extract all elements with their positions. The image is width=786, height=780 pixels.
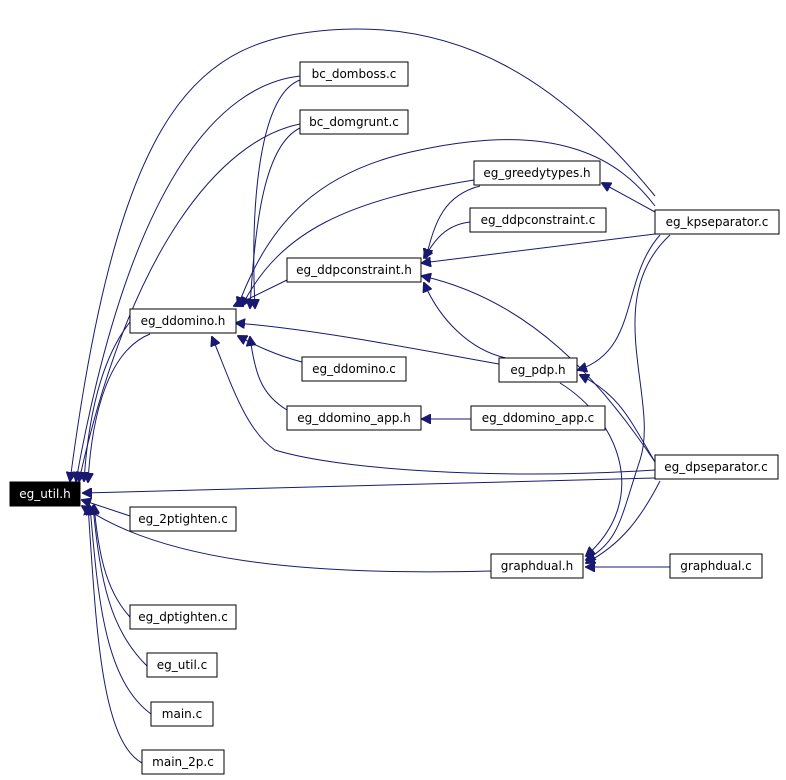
edge-eg-greedytypes-to-eg-ddomino — [242, 179, 475, 306]
edge-eg-dpseparator-to-graphdual-h — [586, 480, 661, 563]
edge-eg-pdp-to-eg-ddomino — [236, 323, 500, 365]
edge-eg-ddomino-app-h-to-eg-ddomino — [250, 337, 288, 411]
node-label: eg_pdp.h — [510, 363, 565, 377]
edge-eg-pdp-to-graphdual-h — [559, 382, 623, 556]
node-eg-kpseparator-c[interactable]: eg_kpseparator.c — [654, 209, 780, 235]
node-label: eg_greedytypes.h — [483, 166, 590, 180]
edge-eg-kpseparator-to-eg-util — [70, 28, 656, 481]
node-label: eg_ddpconstraint.h — [296, 263, 412, 277]
edge-bc-domboss-to-eg-util — [76, 75, 301, 481]
edge-eg-dpseparator-to-eg-ddomino — [212, 337, 656, 475]
node-label: main.c — [162, 707, 202, 721]
edge-eg-kpseparator-to-greedytypes — [602, 183, 656, 213]
edge-eg-dpseparator-to-pdp — [580, 375, 656, 463]
node-main-c[interactable]: main.c — [150, 701, 214, 727]
node-label: eg_ddomino_app.h — [297, 411, 411, 425]
edge-main-2p-to-eg-util — [88, 506, 143, 764]
node-bc-domgrunt-c[interactable]: bc_domgrunt.c — [299, 109, 409, 135]
edge-eg-kpseparator-to-eg-ddomino — [238, 139, 656, 306]
node-label: eg_kpseparator.c — [666, 215, 769, 229]
node-label: eg_util.h — [19, 487, 70, 501]
node-label: eg_dptighten.c — [138, 610, 228, 624]
node-eg-2ptighten-c[interactable]: eg_2ptighten.c — [129, 506, 237, 532]
node-bc-domboss-c[interactable]: bc_domboss.c — [299, 61, 409, 87]
edge-main-c-to-eg-util — [90, 506, 152, 715]
node-label: bc_domgrunt.c — [309, 115, 399, 129]
node-label: eg_ddomino.c — [312, 362, 396, 376]
node-eg-ddpconstraint-c[interactable]: eg_ddpconstraint.c — [469, 207, 607, 233]
edge-eg-util-c-to-eg-util — [93, 506, 148, 667]
edge-eg-dptighten-to-eg-util — [94, 505, 131, 618]
node-label: eg_util.c — [157, 658, 207, 672]
node-eg-greedytypes-h[interactable]: eg_greedytypes.h — [473, 160, 601, 186]
edge-eg-2ptighten-to-eg-util — [82, 500, 131, 517]
node-graphdual-c[interactable]: graphdual.c — [669, 553, 763, 579]
node-eg-dpseparator-c[interactable]: eg_dpseparator.c — [654, 454, 779, 480]
edge-eg-ddomino-c-to-eg-ddomino — [238, 336, 303, 363]
node-label: graphdual.c — [680, 559, 751, 573]
edge-eg-dpseparator-to-ddpconstraint-h — [422, 276, 656, 463]
edges — [70, 28, 671, 764]
node-eg-dptighten-c[interactable]: eg_dptighten.c — [129, 604, 237, 630]
nodes: eg_util.h bc_domboss.c bc_domgrunt.c eg_… — [9, 61, 780, 775]
edge-eg-pdp-to-ddpconstraint-h — [424, 283, 507, 359]
edge-eg-ddomino-h-to-eg-util — [84, 321, 131, 481]
edge-eg-ddpconstraint-h-to-eg-ddomino — [234, 279, 288, 306]
edge-eg-kpseparator-to-graphdual-h — [586, 234, 671, 560]
node-graphdual-h[interactable]: graphdual.h — [490, 553, 584, 579]
node-label: eg_ddomino_app.c — [482, 411, 595, 425]
node-main-2p-c[interactable]: main_2p.c — [141, 749, 225, 775]
edge-eg-dpseparator-to-eg-util — [83, 477, 656, 493]
node-eg-ddomino-h[interactable]: eg_ddomino.h — [129, 308, 237, 334]
node-label: eg_ddpconstraint.c — [481, 213, 596, 227]
node-eg-ddomino-app-c[interactable]: eg_ddomino_app.c — [470, 405, 606, 431]
node-eg-pdp-h[interactable]: eg_pdp.h — [498, 357, 578, 383]
edge-bc-domgrunt-to-eg-ddomino — [250, 127, 301, 308]
node-eg-util-c[interactable]: eg_util.c — [146, 652, 218, 678]
node-eg-util-h[interactable]: eg_util.h — [9, 481, 81, 507]
node-eg-ddomino-app-h[interactable]: eg_ddomino_app.h — [286, 405, 422, 431]
edge-eg-kpseparator-to-pdp — [578, 234, 661, 370]
node-label: graphdual.h — [501, 559, 573, 573]
node-eg-ddpconstraint-h[interactable]: eg_ddpconstraint.h — [286, 257, 422, 283]
edge-eg-kpseparator-to-ddpconstraint-h — [422, 233, 656, 263]
edge-bc-domboss-to-eg-ddomino — [254, 79, 301, 308]
edge-eg-greedytypes-to-ddpconstraint-h — [426, 185, 481, 258]
node-label: eg_ddomino.h — [141, 314, 226, 328]
node-eg-ddomino-c[interactable]: eg_ddomino.c — [301, 356, 407, 382]
edge-bc-domgrunt-to-eg-util — [79, 123, 301, 481]
node-label: eg_2ptighten.c — [138, 512, 228, 526]
edge-graphdual-h-to-eg-util — [82, 506, 492, 573]
node-label: eg_dpseparator.c — [664, 460, 767, 474]
node-label: main_2p.c — [152, 755, 214, 769]
edge-eg-ddomino-h-to-eg-util-2 — [88, 333, 151, 482]
node-label: bc_domboss.c — [312, 67, 397, 81]
